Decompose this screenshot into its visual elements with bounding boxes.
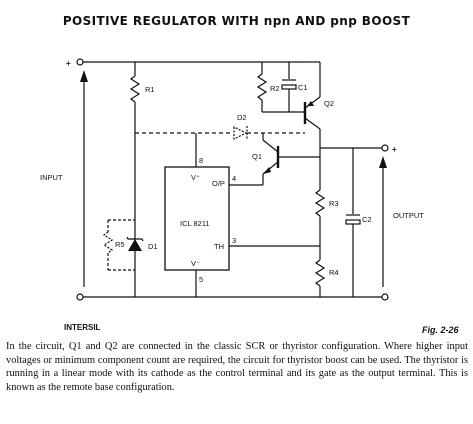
ic-pin-vminus-label: V⁻ xyxy=(191,259,200,268)
input-terminal-positive xyxy=(76,58,84,66)
d2-label: D2 xyxy=(237,113,247,122)
r1-label: R1 xyxy=(145,85,155,94)
output-voltage-arrow xyxy=(379,156,387,287)
r4-label: R4 xyxy=(329,268,339,277)
caption-text: In the circuit, Q1 and Q2 are connected … xyxy=(6,341,468,393)
pin3-label: 3 xyxy=(232,236,236,245)
c1-capacitor xyxy=(281,79,297,90)
r5-label: R5 xyxy=(115,240,125,249)
r2-label: R2 xyxy=(270,84,280,93)
schematic: + INPUT R1 D1 R5 D2 R2 xyxy=(40,58,460,335)
output-terminal-positive xyxy=(381,144,389,152)
pin4-label: 4 xyxy=(232,174,236,183)
output-plus-label: + xyxy=(392,145,397,154)
output-label: OUTPUT xyxy=(393,211,424,220)
input-plus-label: + xyxy=(66,59,71,68)
ic-pin-th-label: TH xyxy=(214,242,224,251)
d2-diode xyxy=(233,126,248,140)
pin5-label: 5 xyxy=(199,275,203,284)
figure-number: Fig. 2-26 xyxy=(422,325,460,335)
brand-label: INTERSIL xyxy=(64,323,101,332)
d1-label: D1 xyxy=(148,242,158,251)
pin8-label: 8 xyxy=(199,156,203,165)
q1-npn-transistor xyxy=(262,133,320,185)
ic-pin-op-label: O/P xyxy=(212,179,225,188)
input-voltage-arrow xyxy=(80,70,88,287)
c2-label: C2 xyxy=(362,215,372,224)
d1-zener-diode xyxy=(126,236,144,297)
c2-capacitor xyxy=(345,214,361,225)
q2-label: Q2 xyxy=(324,99,334,108)
r3-resistor xyxy=(314,189,326,217)
r5-resistor-optional xyxy=(102,219,135,271)
r3-label: R3 xyxy=(329,199,339,208)
c1-label: C1 xyxy=(298,83,308,92)
ic-name-label: ICL 8211 xyxy=(180,219,210,228)
input-label: INPUT xyxy=(40,173,63,182)
diagram-title: POSITIVE REGULATOR WITH npn AND pnp BOOS… xyxy=(62,14,411,28)
r1-resistor xyxy=(129,75,141,103)
q2-pnp-transistor xyxy=(303,62,321,148)
ic-pin-vplus-label: V⁺ xyxy=(191,173,200,182)
r4-resistor xyxy=(314,259,326,287)
r2-resistor xyxy=(256,73,268,101)
icl8211-chip xyxy=(164,166,230,271)
output-terminal-negative xyxy=(381,293,389,301)
q1-label: Q1 xyxy=(252,152,262,161)
input-terminal-negative xyxy=(76,293,84,301)
